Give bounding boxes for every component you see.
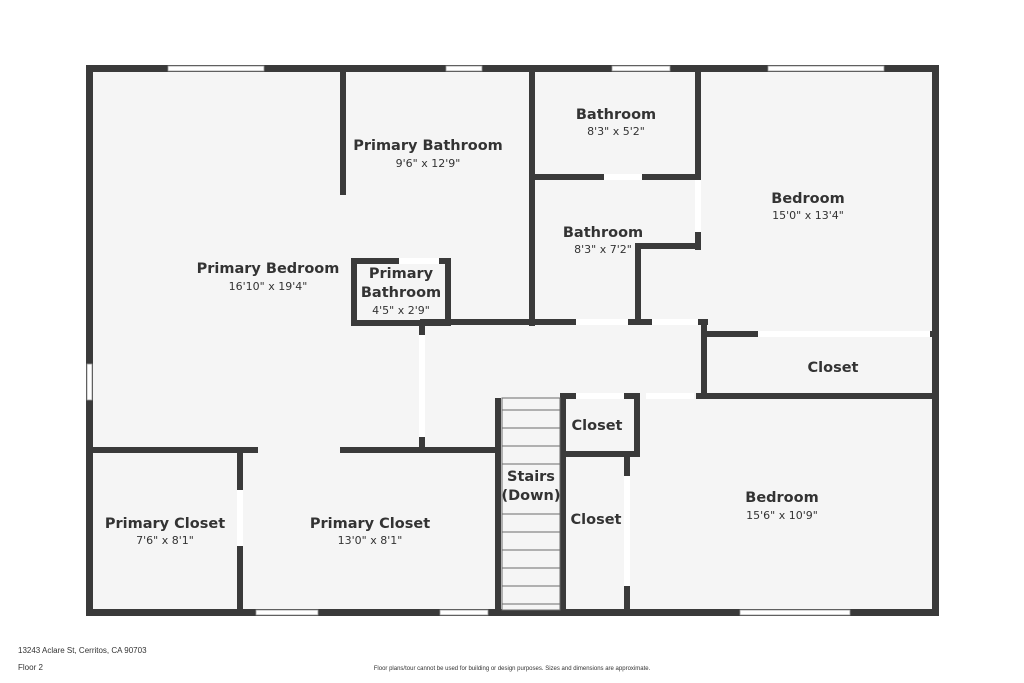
floor-label: Floor 2 — [18, 663, 43, 672]
primary-bedroom-dim: 16'10" x 19'4" — [229, 280, 308, 293]
primary-bathroom-dim: 9'6" x 12'9" — [396, 157, 461, 170]
bedroom-bottom-name: Bedroom — [745, 490, 818, 506]
exterior-walls — [86, 65, 939, 616]
closet-mid-name: Closet — [572, 418, 623, 434]
windows — [86, 65, 885, 616]
stairs-name-2: (Down) — [502, 488, 561, 504]
bedroom-top-dim: 15'0" x 13'4" — [772, 209, 844, 222]
primary-bathroom-name: Primary Bathroom — [353, 138, 503, 154]
stairs-graphic — [501, 397, 561, 611]
closet-right-name: Closet — [808, 360, 859, 376]
primary-closet-mid-dim: 13'0" x 8'1" — [338, 534, 403, 547]
stairs-name-1: Stairs — [507, 469, 555, 485]
primary-closet-left-name: Primary Closet — [105, 516, 225, 532]
bathroom-mid-dim: 8'3" x 7'2" — [574, 243, 632, 256]
primary-bedroom-name: Primary Bedroom — [197, 261, 340, 277]
door-openings — [237, 174, 930, 586]
primary-bathroom-small-name-1: Primary — [369, 266, 434, 282]
bathroom-mid-name: Bathroom — [563, 225, 643, 241]
primary-bathroom-small-name-2: Bathroom — [361, 285, 441, 301]
bathroom-top-dim: 8'3" x 5'2" — [587, 125, 645, 138]
closet-lower-name: Closet — [571, 512, 622, 528]
disclaimer: Floor plans/tour cannot be used for buil… — [373, 666, 651, 672]
bathroom-top-name: Bathroom — [576, 107, 656, 123]
bedroom-bottom-dim: 15'6" x 10'9" — [746, 509, 818, 522]
primary-closet-mid-name: Primary Closet — [310, 516, 430, 532]
primary-bathroom-small-dim: 4'5" x 2'9" — [372, 304, 430, 317]
property-address: 13243 Aclare St, Cerritos, CA 90703 — [18, 646, 147, 655]
room-labels: Primary Bedroom 16'10" x 19'4" Primary B… — [105, 107, 859, 547]
primary-closet-left-dim: 7'6" x 8'1" — [136, 534, 194, 547]
bedroom-top-name: Bedroom — [771, 191, 844, 207]
